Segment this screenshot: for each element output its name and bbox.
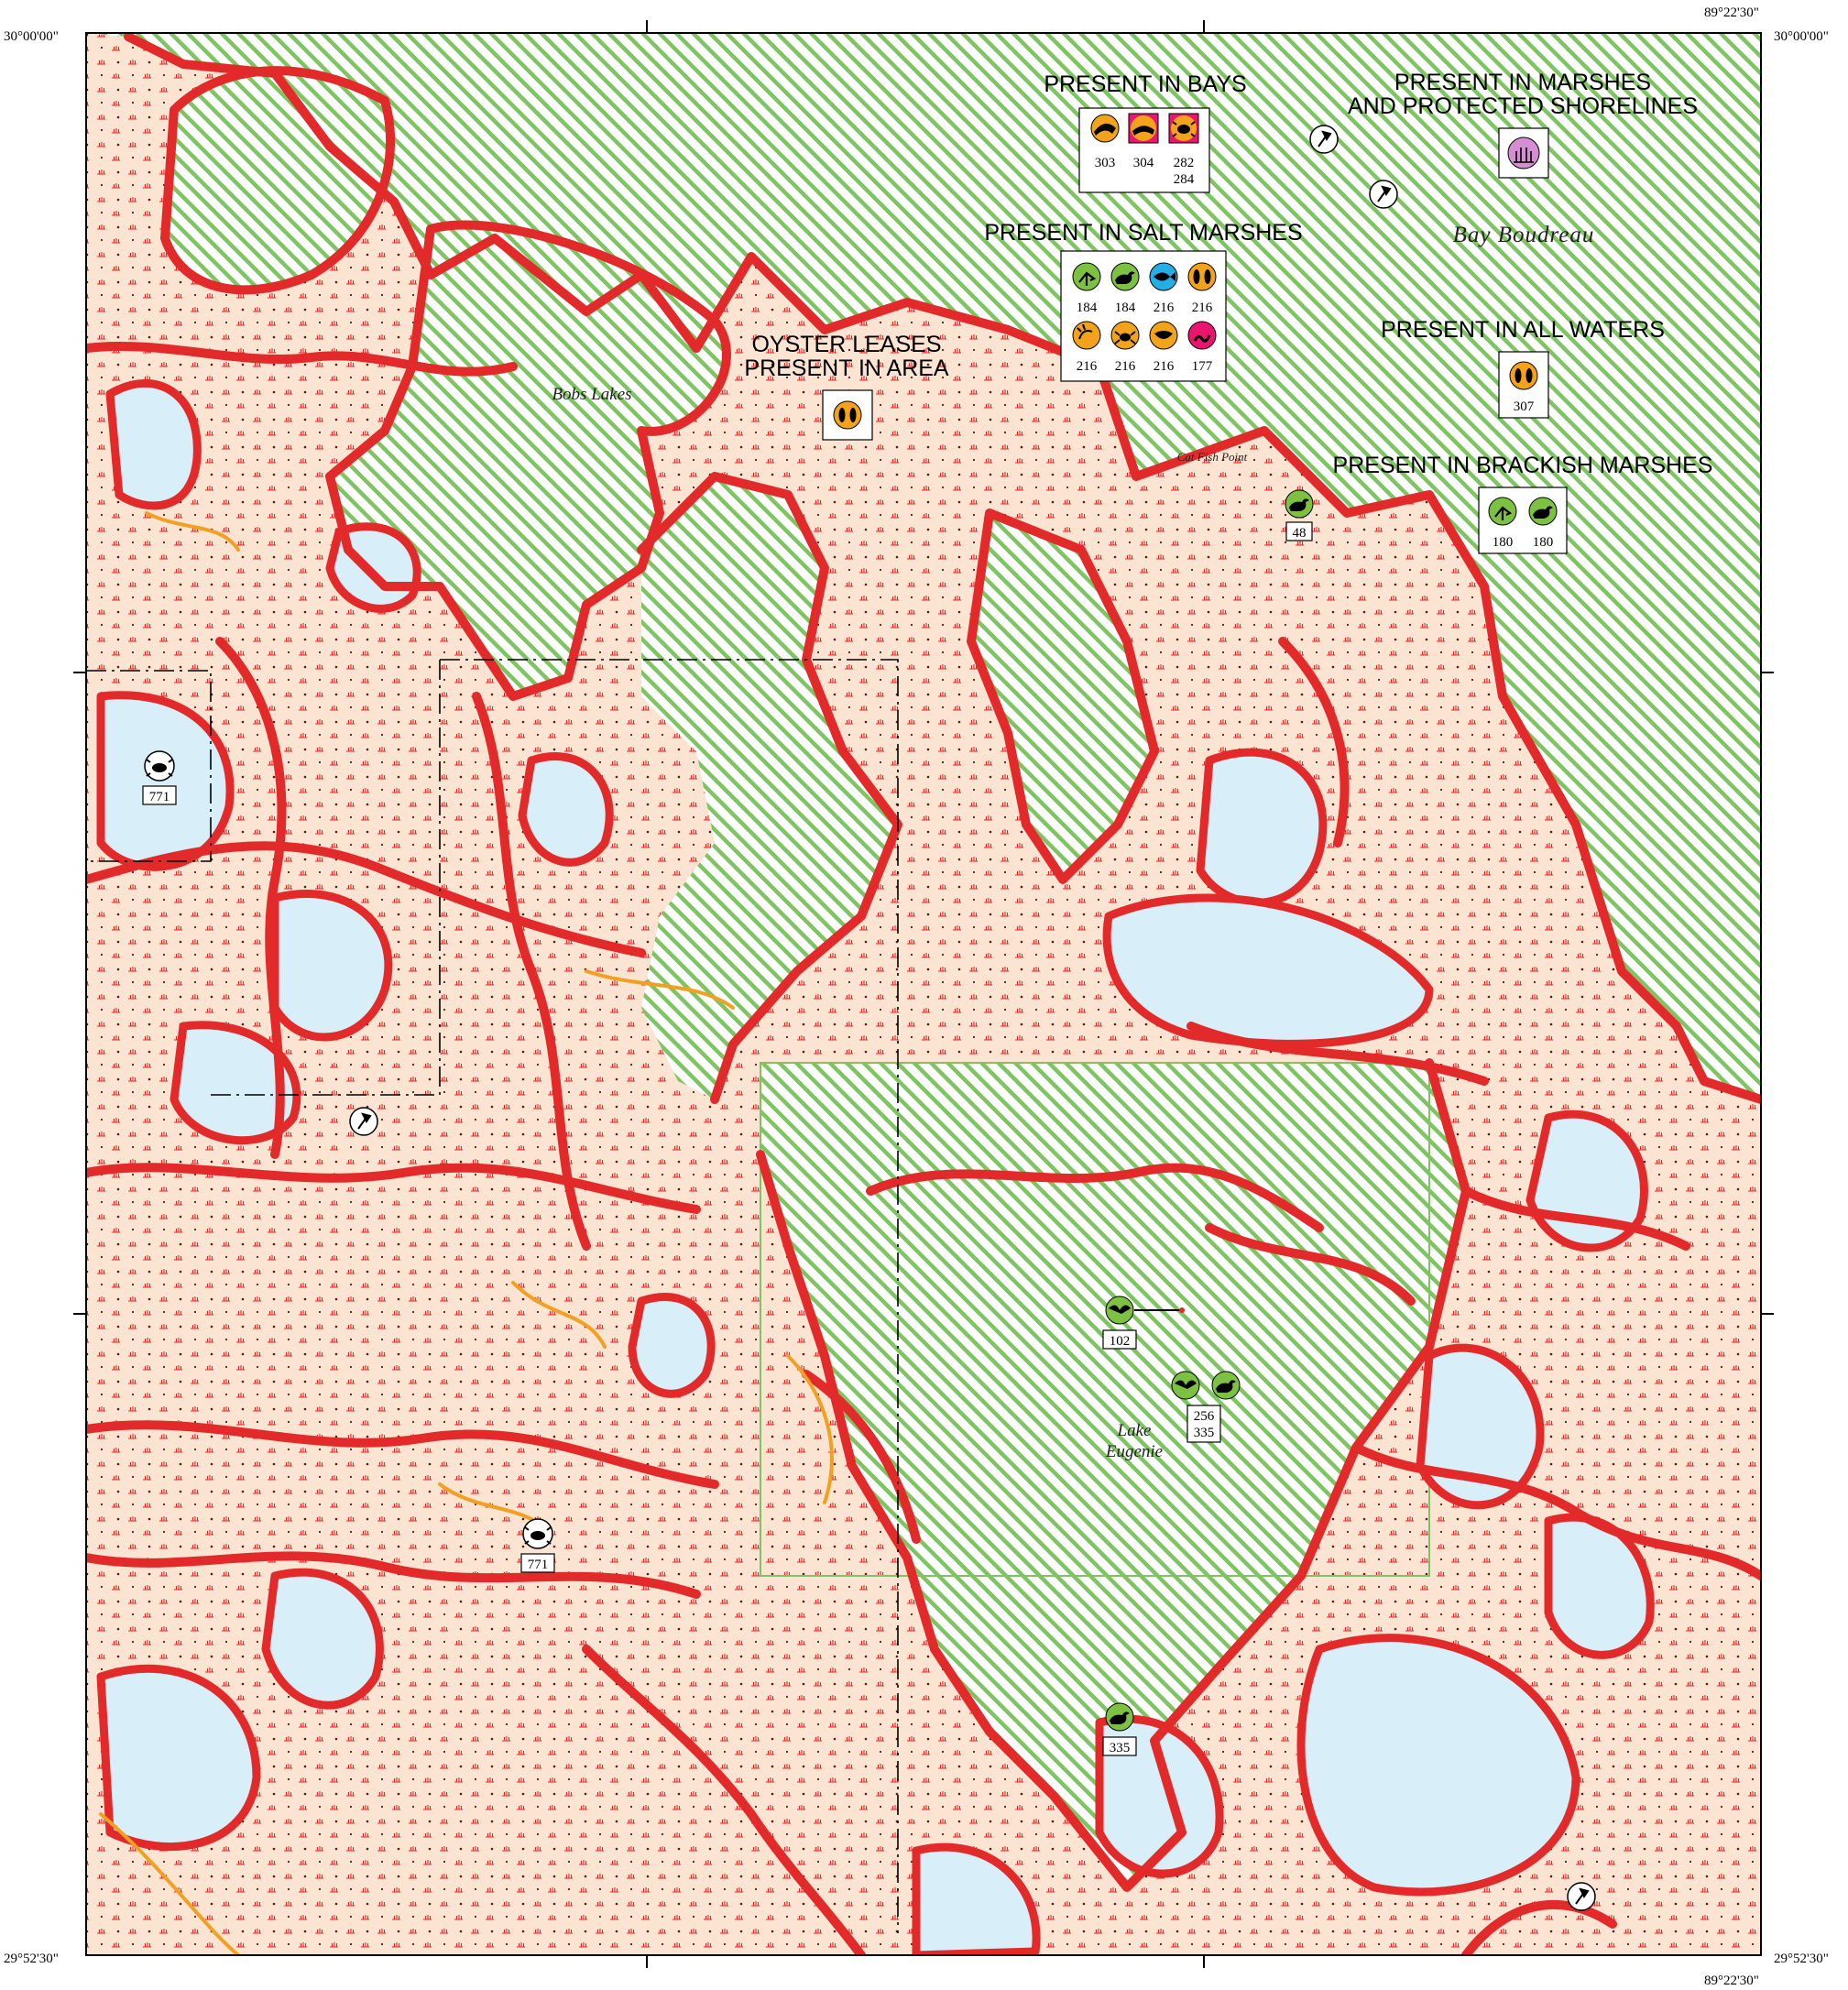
legend-bays-code-3: 282 (1174, 156, 1195, 170)
frame-ticks (73, 20, 1774, 1968)
map-site-335: 335 (1102, 1702, 1137, 1756)
coord-bottom-right-lon: 89°22'30" (1704, 1974, 1759, 1988)
map-site-102: 102 (1102, 1296, 1185, 1350)
legend-salt-code-6: 216 (1115, 359, 1136, 374)
map-site-771-a: 771 (142, 750, 177, 805)
duck-icon (1211, 1371, 1241, 1400)
squid-icon (1567, 1882, 1596, 1911)
map-site-256-335: 256 335 (1171, 1371, 1241, 1443)
legend-oyster-heading-1: OYSTER LEASES (751, 332, 941, 357)
squid-icon (1369, 180, 1398, 209)
legend-all-waters: PRESENT IN ALL WATERS 307 (1381, 317, 1665, 419)
legend-bays: PRESENT IN BAYS 303 304 282 284 (1044, 71, 1247, 193)
lake-eugenie-water (760, 1063, 1466, 1887)
site-771-b-label: 771 (528, 1558, 549, 1572)
map-body (86, 33, 1761, 1955)
wading-bird-icon (1488, 497, 1517, 526)
vegetation-icon (1507, 137, 1540, 169)
place-lake-eugenie-line1: Lake (1117, 1421, 1152, 1440)
duck-icon (1110, 262, 1140, 291)
site-335-a-label: 335 (1194, 1426, 1215, 1440)
legend-brackish-code-2: 180 (1533, 535, 1554, 550)
coord-bottom-left: 29°52'30" (4, 1952, 59, 1966)
crab-icon (1110, 321, 1140, 350)
place-bobs-lakes: Bobs Lakes (552, 385, 631, 404)
place-bay-boudreau: Bay Boudreau (1453, 223, 1595, 247)
sea-turtle-icon (1168, 113, 1199, 144)
legend-salt-code-2: 184 (1115, 301, 1136, 315)
river-arm-water (641, 476, 898, 1099)
interior-lakes (96, 379, 1655, 1955)
legend-marshes-shorelines: PRESENT IN MARSHES AND PROTECTED SHORELI… (1348, 70, 1698, 179)
squid-icon (349, 1107, 378, 1136)
snake-icon (1187, 321, 1217, 350)
bobs-lakes-water (330, 224, 727, 697)
bird-icon (1171, 1371, 1200, 1400)
wading-bird-icon (1072, 262, 1101, 291)
coord-top-right-lon: 89°22'30" (1704, 5, 1759, 20)
footprint-icon (1509, 361, 1538, 390)
legend-salt-code-3: 216 (1154, 301, 1175, 315)
dolphin-icon (1090, 114, 1120, 143)
survey-box (760, 1062, 1430, 1577)
legend-brackish: PRESENT IN BRACKISH MARSHES 180 180 (1333, 453, 1713, 554)
coord-top-right: 30°00'00" (1774, 29, 1829, 44)
site-256-label: 256 (1194, 1409, 1215, 1424)
site-48-label: 48 (1293, 526, 1307, 541)
legend-marshes-heading-2: AND PROTECTED SHORELINES (1348, 93, 1698, 119)
place-cat-fish-point: Cat Fish Point (1177, 450, 1248, 464)
place-lake-eugenie-line2: Eugenie (1105, 1442, 1163, 1461)
sea-turtle-icon (144, 750, 175, 782)
legend-brackish-code-1: 180 (1493, 535, 1514, 550)
legend-oyster: OYSTER LEASES PRESENT IN AREA (744, 332, 949, 441)
manatee-icon (1128, 113, 1159, 144)
map-site-771-b: 771 (520, 1518, 555, 1573)
footprint-icon (1187, 262, 1217, 291)
map-frame (85, 32, 1762, 1956)
legend-salt-marshes: PRESENT IN SALT MARSHES (984, 220, 1303, 382)
oyster-icon (1149, 321, 1178, 350)
shoreline-network (86, 33, 1761, 1955)
site-102-label: 102 (1110, 1334, 1131, 1349)
coord-bottom-right: 29°52'30" (1774, 1952, 1829, 1966)
legend-bays-code-1: 303 (1095, 156, 1116, 170)
sea-turtle-icon (522, 1518, 553, 1549)
legend-marshes-heading-1: PRESENT IN MARSHES (1394, 70, 1651, 95)
legend-salt-code-5: 216 (1077, 359, 1098, 374)
legend-all-waters-code: 307 (1514, 399, 1535, 414)
legend-bays-heading: PRESENT IN BAYS (1044, 71, 1246, 97)
northwest-water (165, 71, 391, 290)
legend-bays-code-4: 284 (1174, 172, 1195, 187)
shrimp-icon (1072, 321, 1101, 350)
legend-brackish-heading: PRESENT IN BRACKISH MARSHES (1333, 453, 1713, 478)
fish-icon (1149, 262, 1178, 291)
duck-icon (1528, 497, 1558, 526)
footprint-icon (833, 400, 862, 430)
site-335-b-label: 335 (1110, 1741, 1131, 1755)
boundary-lines (86, 659, 899, 1933)
legend-salt-code-7: 216 (1154, 359, 1175, 374)
legend-salt-marshes-heading: PRESENT IN SALT MARSHES (984, 220, 1302, 246)
site-771-a-label: 771 (149, 790, 170, 804)
duck-icon (1285, 489, 1314, 519)
legend-salt-code-8: 177 (1192, 359, 1213, 374)
duck-icon (1105, 1702, 1134, 1732)
legend-oyster-heading-2: PRESENT IN AREA (744, 355, 949, 381)
squid-icon (1309, 125, 1339, 154)
legend-bays-code-2: 304 (1133, 156, 1154, 170)
bay-boudreau-water (86, 33, 1761, 1099)
legend-salt-code-4: 216 (1192, 301, 1213, 315)
bird-icon (1105, 1296, 1134, 1325)
map-site-48: 48 (1285, 489, 1314, 541)
coord-top-left: 30°00'00" (4, 29, 59, 44)
orange-shorelines (99, 511, 834, 1955)
legend-all-waters-heading: PRESENT IN ALL WATERS (1381, 317, 1665, 343)
legend-salt-code-1: 184 (1077, 301, 1098, 315)
